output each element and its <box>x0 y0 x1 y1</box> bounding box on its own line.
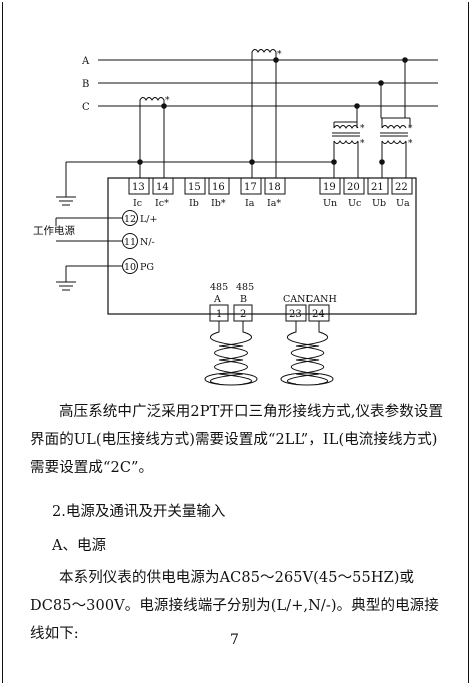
terminal-16-num: 16 <box>212 182 225 193</box>
comm-canh-head: CANH <box>306 294 337 305</box>
twisted-pair-can <box>280 321 334 386</box>
terminal-13-label: Ic <box>133 198 142 209</box>
ct-phase-a <box>251 49 277 178</box>
power-terminals <box>55 210 138 291</box>
pt-wiring <box>332 60 411 178</box>
meter-body <box>107 177 417 315</box>
pt1-star-bottom: * <box>360 139 365 149</box>
power-terminal-12-num: 12 <box>124 214 136 225</box>
junction-dots <box>137 57 408 165</box>
phase-label-a: A <box>81 56 90 67</box>
terminal-20-num: 20 <box>347 182 360 193</box>
terminal-18-label: Ia* <box>267 198 281 209</box>
ct-c-star: * <box>165 96 170 106</box>
power-terminal-10-label: PG <box>140 262 154 273</box>
terminal-15-label: Ib <box>189 198 199 209</box>
terminal-14-num: 14 <box>156 182 169 193</box>
comm-terminal-2-num: 2 <box>240 309 246 320</box>
power-terminal-11-label: N/- <box>140 237 155 248</box>
comm-485-b-head: 485 <box>236 282 254 293</box>
terminal-15-num: 15 <box>188 182 201 193</box>
terminal-14-label: Ic* <box>155 198 169 209</box>
page-number: 7 <box>230 632 239 648</box>
pt2-star-bottom: * <box>408 139 413 149</box>
terminal-21-label: Ub <box>372 198 386 209</box>
terminal-18-num: 18 <box>268 182 281 193</box>
power-terminal-11-num: 11 <box>124 237 136 248</box>
subsection-heading-power: A、电源 <box>52 538 106 554</box>
terminal-21-num: 21 <box>371 182 384 193</box>
paragraph-2pt-wiring: 高压系统中广泛采用2PT开口三角形接线方式,仪表参数设置界面的UL(电压接线方式… <box>30 404 444 476</box>
pt2-star-top: * <box>408 124 413 134</box>
comm-485-b-letter: B <box>240 294 247 305</box>
phase-lines <box>98 59 438 107</box>
ct-phase-c <box>139 97 165 178</box>
terminal-16-label: Ib* <box>211 198 226 209</box>
power-supply-label: 工作电源 <box>33 224 75 237</box>
terminal-17-label: Ia <box>245 198 255 209</box>
comm-485-a-head: 485 <box>210 282 228 293</box>
ct-ground-wiring <box>56 161 334 206</box>
phase-label-b: B <box>82 79 89 90</box>
phase-label-c: C <box>82 102 90 113</box>
terminal-22-num: 22 <box>395 182 408 193</box>
ct-a-star: * <box>277 50 282 60</box>
comm-canl-head: CANL <box>283 294 312 305</box>
terminal-22-label: Ua <box>396 198 410 209</box>
terminal-block-row <box>128 177 413 195</box>
comm-terminal-23-num: 23 <box>289 309 302 320</box>
terminal-19-label: Un <box>323 198 337 209</box>
comm-terminal-24-num: 24 <box>312 309 325 320</box>
power-terminal-12-label: L/+ <box>140 214 157 225</box>
terminal-17-num: 17 <box>244 182 257 193</box>
wiring-diagram: A B C * * <box>33 49 438 386</box>
paragraph-power-supply: 本系列仪表的供电电源为AC85～265V(45～55HZ)或DC85～300V。… <box>30 570 439 642</box>
power-terminal-10-num: 10 <box>124 262 136 273</box>
comm-485-a-letter: A <box>213 294 221 305</box>
section-heading-power-comm: 2.电源及通讯及开关量输入 <box>52 504 226 520</box>
terminal-20-label: Uc <box>348 198 361 209</box>
pt1-star-top: * <box>360 124 365 134</box>
terminal-19-num: 19 <box>323 182 336 193</box>
terminal-13-num: 13 <box>132 182 145 193</box>
comm-terminal-1-num: 1 <box>216 309 222 320</box>
twisted-pair-485 <box>204 321 258 386</box>
